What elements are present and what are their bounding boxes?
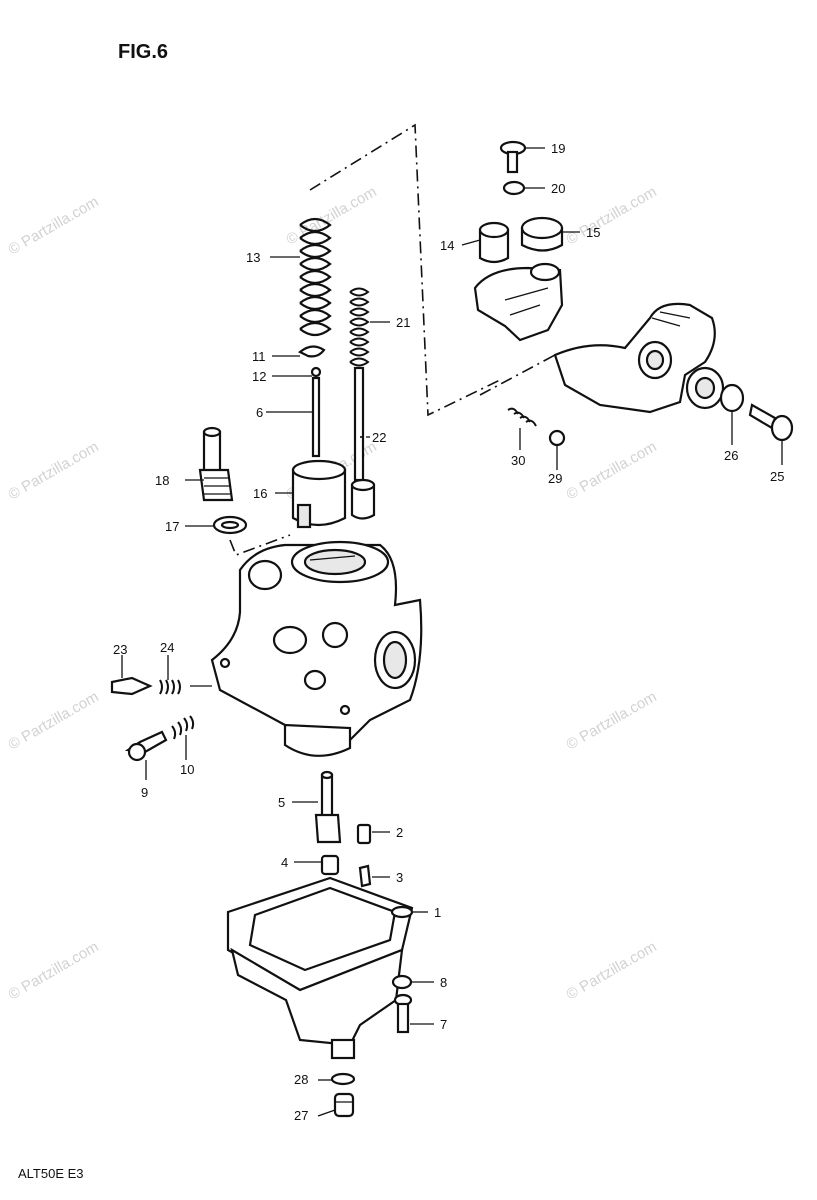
callout-6: 6 <box>256 405 263 420</box>
callout-3: 3 <box>396 870 403 885</box>
carburetor-body <box>210 540 423 757</box>
callout-12: 12 <box>252 369 266 384</box>
figure-code: ALT50E E3 <box>18 1166 84 1181</box>
watermark: © Partzilla.com <box>6 688 102 753</box>
callout-2: 2 <box>396 825 403 840</box>
watermark: © Partzilla.com <box>564 183 660 248</box>
washer-26b <box>719 383 745 413</box>
screw-25 <box>748 403 794 442</box>
assembly-lines <box>229 123 556 557</box>
throttle-housing <box>473 262 564 342</box>
callout-21: 21 <box>396 315 410 330</box>
callout-labels: 1 2 3 4 5 6 7 8 9 10 11 12 13 14 15 16 1… <box>113 141 784 1123</box>
callout-9: 9 <box>141 785 148 800</box>
callout-30: 30 <box>511 453 525 468</box>
screw-7 <box>393 993 413 1034</box>
throttle-stop-screw-9 <box>124 730 168 762</box>
throttle-lever <box>553 302 716 414</box>
callout-16: 16 <box>253 486 267 501</box>
callout-28: 28 <box>294 1072 308 1087</box>
washer-20 <box>502 180 526 196</box>
spring-24 <box>159 679 181 695</box>
watermark: © Partzilla.com <box>564 938 660 1003</box>
throttle-valve-16 <box>291 459 347 529</box>
needle-clip-12 <box>310 366 322 378</box>
float-chamber <box>226 876 414 1060</box>
callout-22: 22 <box>372 430 386 445</box>
spring-30 <box>507 407 537 427</box>
callout-4: 4 <box>281 855 288 870</box>
callout-18: 18 <box>155 473 169 488</box>
needle-clip-11 <box>298 345 326 358</box>
callout-19: 19 <box>551 141 565 156</box>
pilot-jet-3 <box>358 864 372 888</box>
screw-19 <box>499 140 527 174</box>
callout-11: 11 <box>252 349 266 364</box>
washer-4 <box>320 854 340 876</box>
leader-lines <box>121 147 783 1117</box>
spring-10 <box>171 715 195 740</box>
callout-13: 13 <box>246 250 260 265</box>
spring-13 <box>299 217 332 337</box>
dash-line-throttle <box>309 123 501 417</box>
watermark: © Partzilla.com <box>6 938 102 1003</box>
starter-plunger-22 <box>350 366 376 520</box>
needle-jet-5 <box>314 770 342 844</box>
callout-1: 1 <box>434 905 441 920</box>
dash-line-gasket <box>229 534 291 557</box>
watermark: © Partzilla.com <box>564 688 660 753</box>
watermark: © Partzilla.com <box>6 193 102 258</box>
ball-29 <box>548 429 566 447</box>
jet-needle-6 <box>311 376 321 458</box>
gasket-17-hole <box>220 520 240 530</box>
callout-17: 17 <box>165 519 179 534</box>
callout-5: 5 <box>278 795 285 810</box>
callout-25: 25 <box>770 469 784 484</box>
cap-15 <box>520 216 564 252</box>
dash-line-cable <box>479 354 556 396</box>
callout-14: 14 <box>440 238 454 253</box>
callout-7: 7 <box>440 1017 447 1032</box>
callout-20: 20 <box>551 181 565 196</box>
callout-27: 27 <box>294 1108 308 1123</box>
main-jet-2 <box>356 823 372 845</box>
inlet-pipe-18 <box>198 426 234 502</box>
bushing-26 <box>685 366 725 410</box>
washer-8 <box>391 974 413 990</box>
watermark: © Partzilla.com <box>284 183 380 248</box>
callout-10: 10 <box>180 762 194 777</box>
callout-23: 23 <box>113 642 127 657</box>
callout-26: 26 <box>724 448 738 463</box>
callout-15: 15 <box>586 225 600 240</box>
drain-plug-27 <box>333 1092 355 1118</box>
spring-21 <box>349 287 370 367</box>
callout-8: 8 <box>440 975 447 990</box>
watermark: © Partzilla.com <box>6 438 102 503</box>
callout-24: 24 <box>160 640 174 655</box>
watermark: © Partzilla.com <box>564 438 660 503</box>
cap-14 <box>478 221 510 264</box>
pilot-air-screw-23 <box>110 676 153 696</box>
figure-title: FIG.6 <box>118 41 168 63</box>
callout-29: 29 <box>548 471 562 486</box>
gasket-28 <box>330 1072 356 1086</box>
